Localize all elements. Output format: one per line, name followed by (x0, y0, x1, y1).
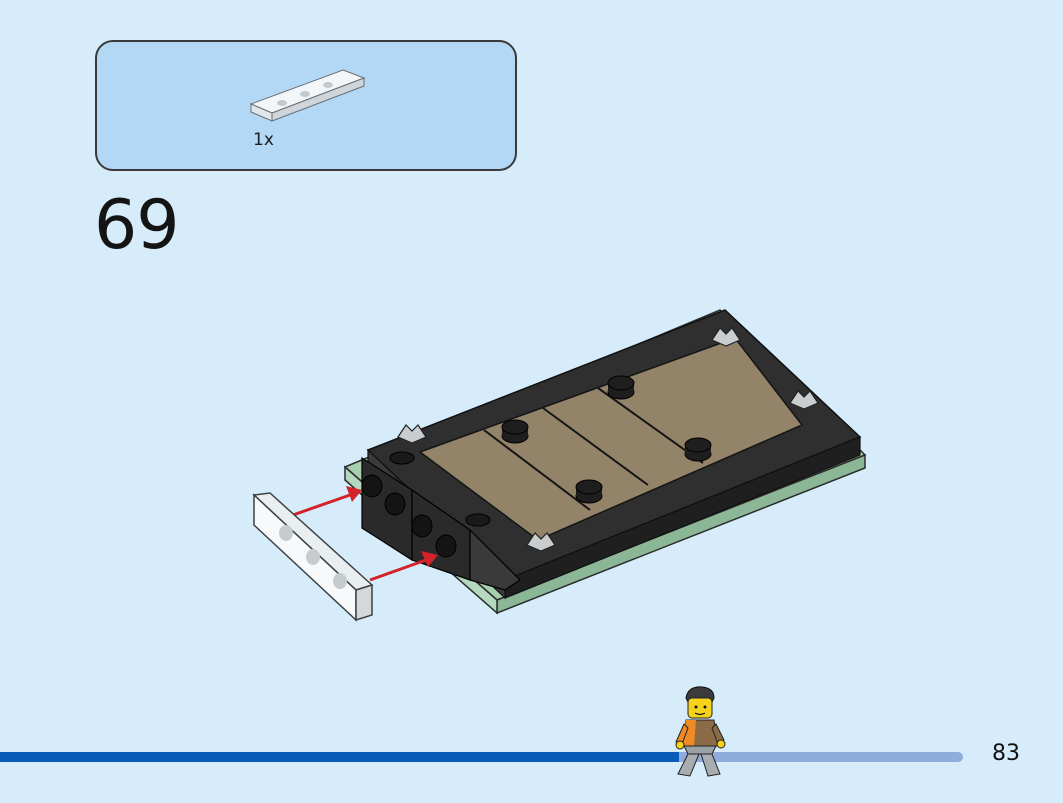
progress-fill (0, 752, 679, 762)
build-step-illustration (252, 309, 867, 622)
parts-callout-panel: 1x (95, 40, 517, 171)
step-number: 69 (94, 186, 180, 265)
part-quantity: 1x (253, 130, 274, 150)
assembly-arrows (292, 486, 438, 582)
grey-clips (397, 327, 819, 552)
black-side-bricks (361, 451, 521, 591)
transparent-tile-part (252, 492, 374, 622)
floor-studs (501, 375, 712, 504)
page-number: 83 (992, 741, 1020, 766)
transparent-1x4-tile-icon (249, 69, 366, 122)
minifigure-walking-icon (675, 686, 726, 777)
progress-bar (0, 752, 963, 762)
